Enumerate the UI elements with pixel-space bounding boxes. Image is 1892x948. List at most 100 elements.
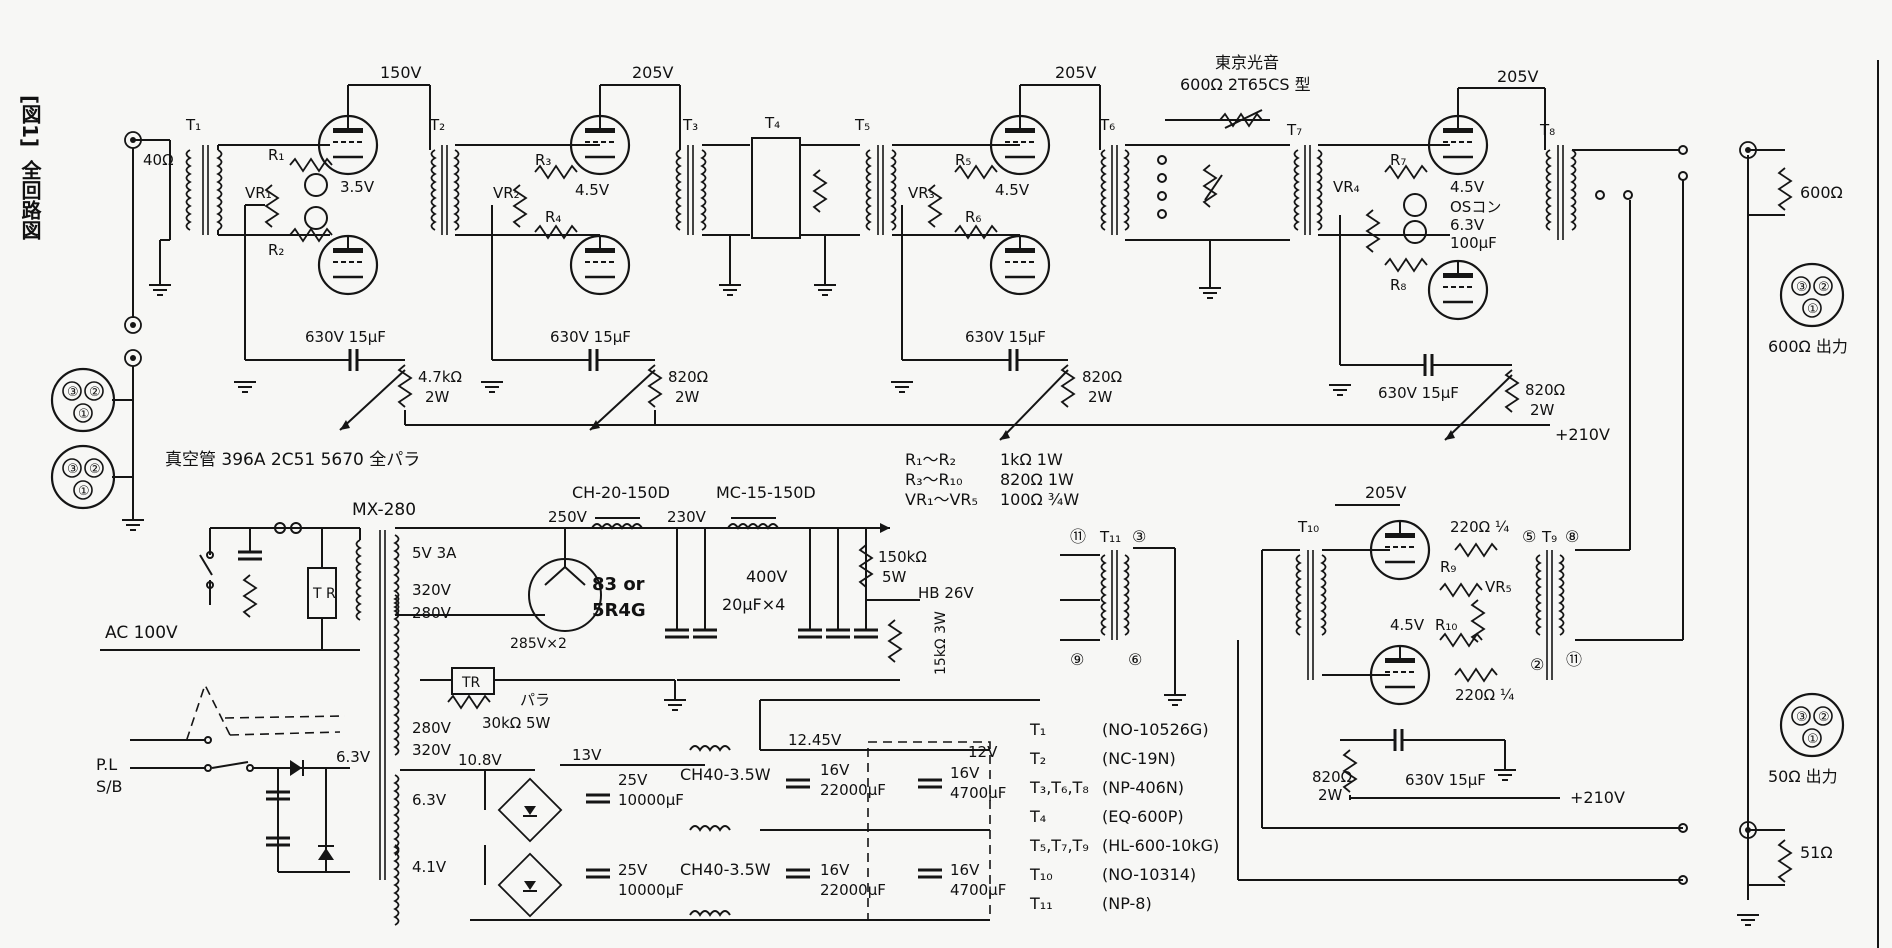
c-16v-2: 16V — [820, 861, 850, 879]
vr3-label: VR₃ — [908, 184, 935, 202]
part-ref: T₄ — [1029, 807, 1046, 826]
cap-bank-v: 400V — [746, 567, 788, 586]
input-stage-1: 40Ω T₁ R₁ R₂ VR₁ 150V 3.5V 630V 15μF 4.7… — [121, 63, 462, 531]
res-note-3: VR₁～VR₅ — [905, 490, 978, 509]
st1-cap: 630V 15μF — [305, 328, 386, 346]
st4-bplus: 205V — [1497, 67, 1539, 86]
xlr-pin-label: ③ — [1796, 710, 1808, 725]
jack-icon — [124, 316, 142, 334]
ch40-2: CH40-3.5W — [680, 860, 771, 879]
pin-11: ⑪ — [1070, 527, 1086, 546]
pin-2: ② — [1530, 655, 1544, 674]
r3-label: R₃ — [535, 151, 551, 169]
t7-label: T₇ — [1286, 121, 1302, 139]
c-22000-2: 22000μF — [820, 881, 886, 899]
tap-320: 320V — [412, 581, 452, 599]
tap-41: 4.1V — [412, 858, 447, 876]
xlr-pin-label: ① — [1807, 732, 1819, 747]
st1-bias: 3.5V — [340, 178, 375, 196]
bal-bplus: 205V — [1365, 483, 1407, 502]
st3-bias: 4.5V — [995, 181, 1030, 199]
r-para-label: 30kΩ 5W — [482, 714, 551, 732]
xlr-pin-label: ② — [89, 385, 101, 400]
res-note-2: R₃～R₁₀ — [905, 470, 962, 489]
stage-3: T₃ T₄ T₅ VR₃ R₅ R₆ 4.5V 205V — [675, 63, 1122, 441]
xlr-pin-label: ③ — [1796, 280, 1808, 295]
t3-label: T₃ — [682, 116, 698, 134]
st4-r-load-val: 820Ω — [1525, 381, 1565, 399]
c-16v-1: 16V — [820, 761, 850, 779]
tap-108: 10.8V — [458, 751, 502, 769]
bal-bias: 4.5V — [1390, 616, 1425, 634]
t9-label: T₉ — [1541, 528, 1557, 546]
xlr-pin-label: ③ — [67, 385, 79, 400]
pin-11b: ⑪ — [1566, 650, 1582, 669]
part-model: (HL-600-10kG) — [1102, 836, 1219, 855]
xlr-pin-label: ② — [89, 462, 101, 477]
vr4-label: VR₄ — [1333, 178, 1360, 196]
r8-label: R₈ — [1390, 276, 1406, 294]
part-model: (NO-10314) — [1102, 865, 1196, 884]
r7-label: R₇ — [1390, 151, 1406, 169]
tap-5v: 5V 3A — [412, 544, 457, 562]
attenuator-model: 600Ω 2T65CS 型 — [1180, 75, 1311, 94]
tube-note: 真空管 396A 2C51 5670 全パラ — [165, 450, 420, 470]
power-supply: MX-280 T R AC 100V 5V 3A 320V 280V 280V … — [96, 483, 1040, 926]
tr-label: T R — [312, 586, 336, 602]
r1-label: R₁ — [268, 146, 284, 164]
st3-r-watt: 2W — [1088, 388, 1113, 406]
part-ref: T₃,T₆,T₈ — [1029, 778, 1089, 797]
part-ref: T₂ — [1029, 749, 1046, 768]
stage-2: T₂ VR₂ R₃ R₄ 4.5V 205V 630V 15μF 820Ω 2W — [429, 63, 708, 431]
os-cap-1: OSコン — [1450, 198, 1501, 216]
stage-4: T₆ 東京光音 600Ω 2T65CS 型 T₇ VR₄ R₇ R₈ 4.5V … — [1099, 53, 1688, 441]
r-600-label: 600Ω — [1800, 183, 1843, 202]
r10-label: R₁₀ — [1435, 616, 1457, 634]
figure-label: [図1] — [18, 95, 42, 147]
pin-6: ⑥ — [1128, 650, 1142, 669]
bal-cap: 630V 15μF — [1405, 771, 1486, 789]
c-16v-3: 16V — [950, 764, 980, 782]
t1-primary-coil — [185, 149, 191, 231]
st2-cap: 630V 15μF — [550, 328, 631, 346]
tap-280b: 280V — [412, 719, 452, 737]
t10-label: T₁₀ — [1297, 518, 1319, 536]
part-ref: T₁₀ — [1029, 865, 1053, 884]
part-ref: T₅,T₇,T₉ — [1029, 836, 1089, 855]
xlr-pin-label: ② — [1818, 280, 1830, 295]
r-bleed: 150kΩ — [878, 548, 927, 566]
bridge-rect-1-icon — [497, 777, 563, 843]
bridge-rect-2-icon — [497, 852, 563, 918]
xlr-pin-label: ① — [1807, 302, 1819, 317]
os-cap-3: 100μF — [1450, 234, 1497, 252]
tap-63b: 6.3V — [412, 791, 447, 809]
sb-label: S/B — [96, 777, 123, 796]
t4-box — [751, 137, 801, 239]
c-4700-1: 4700μF — [950, 784, 1006, 802]
xlr-pin-label: ① — [78, 407, 90, 422]
ch40-1: CH40-3.5W — [680, 765, 771, 784]
t8-label: T₈ — [1539, 121, 1555, 139]
out-50-label: 50Ω 出力 — [1768, 767, 1838, 786]
xlr-pin-label: ② — [1818, 710, 1830, 725]
pin-8: ⑧ — [1565, 527, 1579, 546]
choke-1: CH-20-150D — [572, 483, 670, 502]
bal-r-load: 820Ω — [1312, 768, 1352, 786]
mx280-label: MX-280 — [352, 500, 416, 520]
r4-label: R₄ — [545, 208, 561, 226]
res-note-2-val: 820Ω 1W — [1000, 470, 1074, 489]
para-label: パラ — [520, 691, 550, 709]
st1-r-watt: 2W — [425, 388, 450, 406]
rect-v: 285V×2 — [510, 636, 567, 652]
xlr-pin-label: ① — [78, 484, 90, 499]
c-10000-2: 10000μF — [618, 881, 684, 899]
tube-v4b — [1427, 259, 1489, 321]
os-cap-2: 6.3V — [1450, 216, 1485, 234]
t5-label: T₅ — [854, 116, 870, 134]
xlr-pin-label: ③ — [67, 462, 79, 477]
t1-label: T₁ — [185, 116, 201, 134]
c-22000-1: 22000μF — [820, 781, 886, 799]
t1-secondary-coil — [217, 149, 223, 231]
c-10000-1: 10000μF — [618, 791, 684, 809]
